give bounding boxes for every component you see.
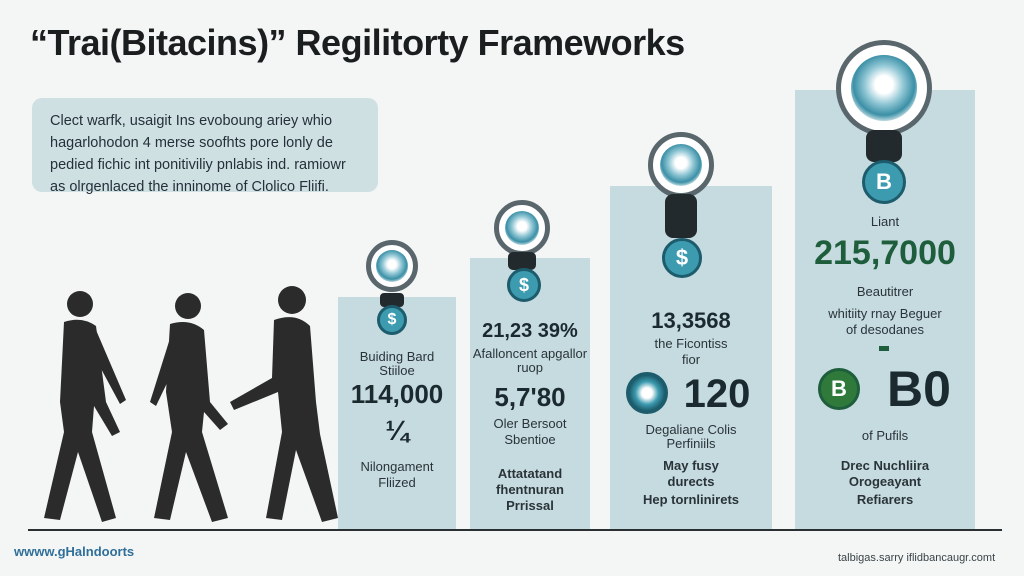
column-footer: May fusy (663, 458, 719, 473)
column-label: whitiity rnay Beguer (828, 306, 942, 321)
footer-website: wwww.gHalndoorts (14, 544, 135, 559)
column-top-value: 21,23 39% (482, 320, 578, 342)
medal-icon (494, 200, 550, 256)
column-footer: Prrissal (506, 498, 554, 513)
column-label: Degaliane Colis (645, 422, 737, 437)
clamp-icon (508, 252, 536, 270)
column-footer: Orogeayant (848, 474, 922, 489)
medal-icon (836, 40, 932, 136)
column-label: fior (681, 352, 701, 367)
step-column-2: 21,23 39% Afalloncent apgallor ruop 5,7'… (470, 258, 590, 529)
bitcoin-badge-icon: B (818, 368, 860, 410)
column-label: Afalloncent apgallor (472, 346, 588, 361)
column-footer: durects (667, 474, 715, 489)
person-silhouette (44, 291, 126, 522)
intro-line: as olrgenlaced the inninome of Clolico F… (50, 179, 329, 195)
column-label: ruop (516, 360, 544, 375)
column-footer: Nilongament (360, 459, 434, 474)
column-label: the Ficontiss (654, 336, 728, 351)
column-label: Buiding Bard (359, 349, 435, 364)
column-top-value: 215,7000 (814, 234, 956, 272)
clamp-icon (665, 194, 697, 238)
intro-panel: Clect warfk, usaigit Ins evoboung ariey … (32, 98, 378, 195)
intro-line: hagarlohodon 4 merse soofhts pore lonly … (50, 135, 333, 151)
divider-mark (879, 346, 889, 351)
column-footer: Fliized (378, 475, 416, 490)
column-label: of Pufils (861, 428, 909, 443)
person-silhouette (230, 286, 338, 522)
person-silhouette (150, 293, 228, 522)
footer-credit: talbigas.sarry iflidbancaugr.comt (838, 552, 996, 564)
column-label: Sbentioe (504, 432, 556, 447)
step-column-1: Buiding Bard Stiiloe 114,000 ¼ Nilongame… (338, 297, 456, 529)
column-top-value: 13,3568 (651, 308, 731, 333)
coin-icon: B (862, 160, 906, 204)
medal-icon (366, 240, 418, 292)
column-label: Liant (870, 214, 900, 229)
column-footer: Attatatand (497, 466, 563, 481)
intro-line: Clect warfk, usaigit Ins evoboung ariey … (50, 113, 333, 129)
seal-badge-icon (626, 372, 668, 414)
column-footer: Hep tornlinirets (642, 492, 740, 507)
column-main-value: 5,7'80 (494, 382, 566, 412)
column-main-value: 120 (683, 372, 751, 416)
clamp-icon (866, 130, 902, 162)
baseline-divider (28, 529, 1002, 531)
page-title: “Trai(Bitacins)” Regilitorty Frameworks (30, 22, 685, 63)
column-footer: fhentnuran (496, 482, 564, 497)
coin-icon: $ (507, 268, 541, 302)
column-label: Beautitrer (856, 284, 914, 299)
column-main-value: 114,000 (350, 379, 444, 409)
column-label: of desodanes (845, 322, 925, 337)
column-main-value: B0 (887, 361, 951, 417)
coin-icon: $ (662, 238, 702, 278)
column-label: Oler Bersoot (493, 416, 567, 431)
clamp-icon (380, 293, 404, 307)
column-footer: Refiarers (856, 492, 914, 507)
column-label: Perfiniils (666, 436, 716, 451)
intro-line: pedied fichic int ponitiviliy pnlabis in… (50, 157, 346, 173)
coin-icon: $ (377, 305, 407, 335)
medal-icon (648, 132, 714, 198)
walking-people-illustration (44, 286, 338, 522)
column-footer: Drec Nuchliira (840, 458, 930, 473)
column-label: Stiiloe (379, 363, 415, 378)
column-secondary-value: ¼ (385, 415, 409, 446)
